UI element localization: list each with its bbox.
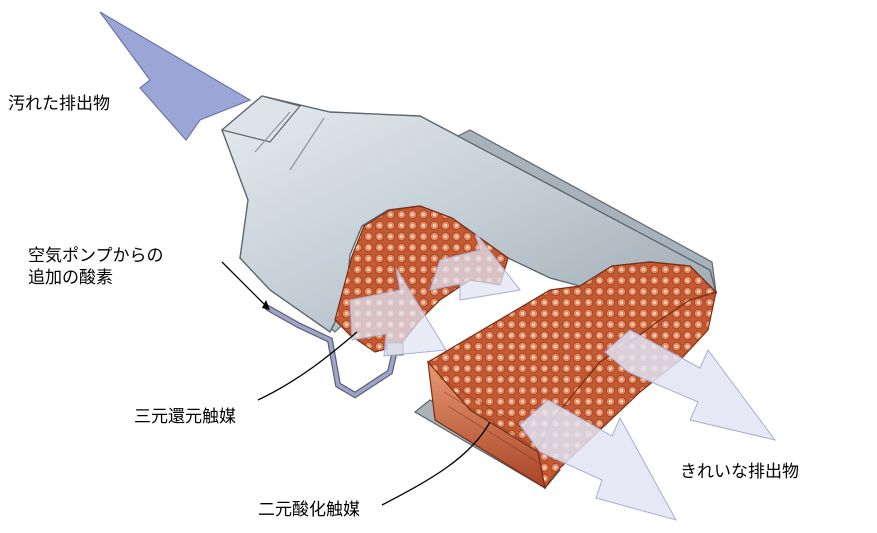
label-three-way-catalyst: 三元還元触媒 <box>134 407 236 427</box>
flow-arrow-upper <box>429 231 521 301</box>
clean-exhaust-arrow-lower <box>519 399 678 521</box>
label-air-pump-line1: 空気ポンプからの <box>28 246 164 266</box>
label-dirty-exhaust: 汚れた排出物 <box>8 94 110 114</box>
label-two-way-catalyst: 二元酸化触媒 <box>258 500 360 520</box>
leader-air-pump <box>221 261 265 305</box>
shell-rim <box>456 129 717 293</box>
label-clean-exhaust: きれいな排出物 <box>680 462 799 482</box>
leader-three-way <box>257 331 358 401</box>
label-air-pump-line2: 追加の酸素 <box>28 268 113 288</box>
flow-arrow-lower <box>349 267 447 357</box>
dirty-exhaust-arrow <box>99 11 252 141</box>
inlet-neck <box>220 95 302 143</box>
clean-exhaust-arrow-upper <box>604 329 777 441</box>
leader-two-way <box>381 421 491 506</box>
